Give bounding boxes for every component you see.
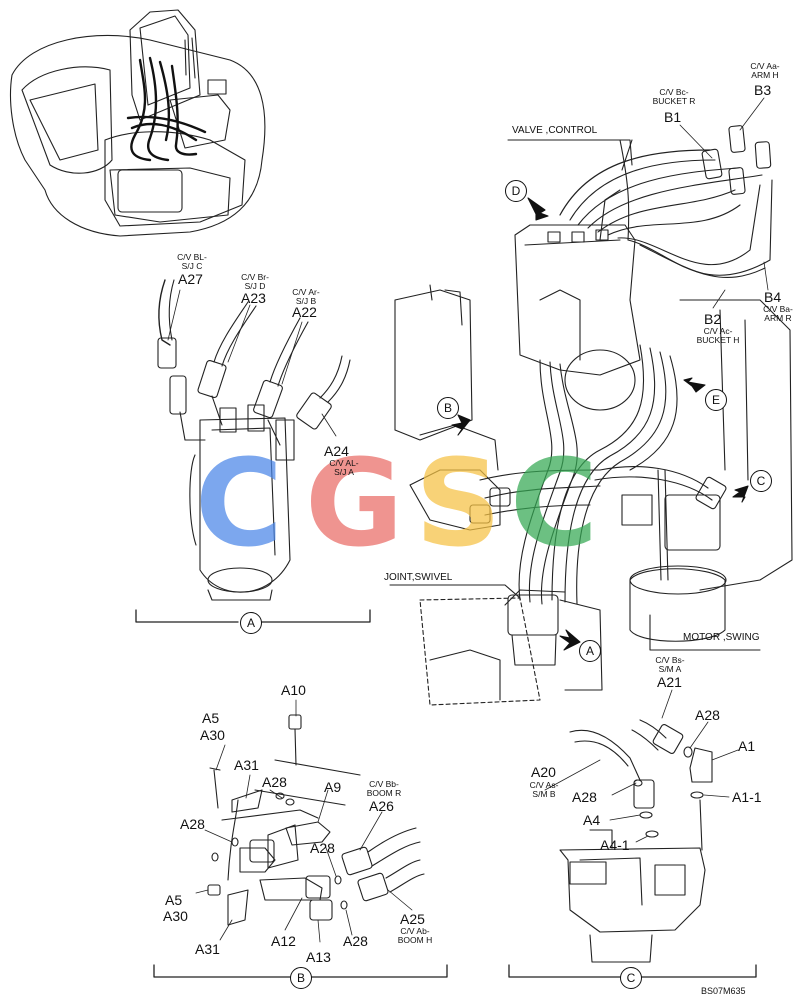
part-a30: A30: [200, 727, 225, 743]
watermark-letter: S: [415, 435, 502, 574]
view-marker-a: A: [579, 640, 601, 662]
leader-lines: [167, 97, 769, 943]
view-arrow-marks: [451, 197, 749, 651]
part-a5: A5: [202, 710, 220, 726]
watermark-letter: G: [305, 435, 404, 574]
hose-desc-b1: C/V Bc- BUCKET R: [652, 87, 696, 106]
part-a12: A12: [271, 933, 296, 949]
section-brackets: [135, 609, 757, 978]
view-marker-c: C: [750, 470, 772, 492]
hose-desc-b2: C/V Ac- BUCKET H: [696, 326, 740, 345]
excavator-overview: [10, 9, 266, 237]
hose-desc-a23: C/V Br- S/J D: [241, 272, 269, 291]
part-a13: A13: [306, 949, 331, 965]
hose-id-a21: A21: [657, 674, 682, 690]
section-marker-b: B: [290, 967, 312, 989]
watermark-letter: C: [195, 435, 284, 574]
hose-desc-a26: C/V Bb- BOOM R: [366, 779, 402, 798]
part-a31: A31: [234, 757, 259, 773]
view-marker-d: D: [505, 180, 527, 202]
hose-desc-a20: C/V As- S/M B: [529, 780, 559, 799]
drawing-code: BS07M635: [701, 986, 746, 996]
view-marker-b: B: [437, 397, 459, 419]
hose-id-b1: B1: [664, 109, 682, 125]
part-a5: A5: [165, 892, 183, 908]
part-a28: A28: [310, 840, 335, 856]
detail-a-drawing: [157, 279, 351, 601]
hose-desc-a27: C/V BL- S/J C: [177, 252, 207, 271]
part-a4: A4: [583, 812, 601, 828]
hose-id-b4: B4: [764, 289, 782, 305]
hose-id-a22: A22: [292, 304, 317, 320]
part-a10: A10: [281, 682, 306, 698]
main-assembly-drawing: [389, 125, 793, 706]
section-marker-c: C: [620, 967, 642, 989]
hose-desc-a21: C/V Bs- S/M A: [655, 655, 685, 674]
hose-id-a24: A24: [324, 443, 349, 459]
part-a28: A28: [343, 933, 368, 949]
part-a28: A28: [180, 816, 205, 832]
component-motor-swing: MOTOR ,SWING: [683, 632, 760, 643]
hose-desc-b3: C/V Aa- ARM H: [750, 61, 780, 80]
part-a28: A28: [695, 707, 720, 723]
hose-id-b2: B2: [704, 311, 722, 327]
hose-desc-a22: C/V Ar- S/J B: [292, 287, 320, 306]
part-a28: A28: [572, 789, 597, 805]
part-a1-1: A1-1: [732, 789, 762, 805]
part-a1: A1: [738, 738, 756, 754]
hose-desc-a24: C/V AL- S/J A: [329, 458, 359, 477]
part-a9: A9: [324, 779, 342, 795]
part-a31: A31: [195, 941, 220, 957]
hose-id-b3: B3: [754, 82, 772, 98]
hose-id-a25: A25: [400, 911, 425, 927]
part-a30: A30: [163, 908, 188, 924]
watermark-letter: C: [510, 435, 599, 574]
hose-id-a20: A20: [531, 764, 556, 780]
hose-id-a23: A23: [241, 290, 266, 306]
part-a28: A28: [262, 774, 287, 790]
detail-c-drawing: [559, 719, 713, 963]
component-joint-swivel: JOINT,SWIVEL: [384, 572, 453, 583]
hose-desc-a25: C/V Ab- BOOM H: [397, 926, 433, 945]
view-marker-e: E: [705, 389, 727, 411]
part-a4-1: A4-1: [600, 837, 630, 853]
component-valve-control: VALVE ,CONTROL: [512, 125, 598, 136]
hose-id-a26: A26: [369, 798, 394, 814]
section-marker-a: A: [240, 612, 262, 634]
detail-b-drawing: [207, 714, 425, 926]
hose-id-a27: A27: [178, 271, 203, 287]
hose-desc-b4: C/V Ba- ARM R: [763, 304, 793, 323]
